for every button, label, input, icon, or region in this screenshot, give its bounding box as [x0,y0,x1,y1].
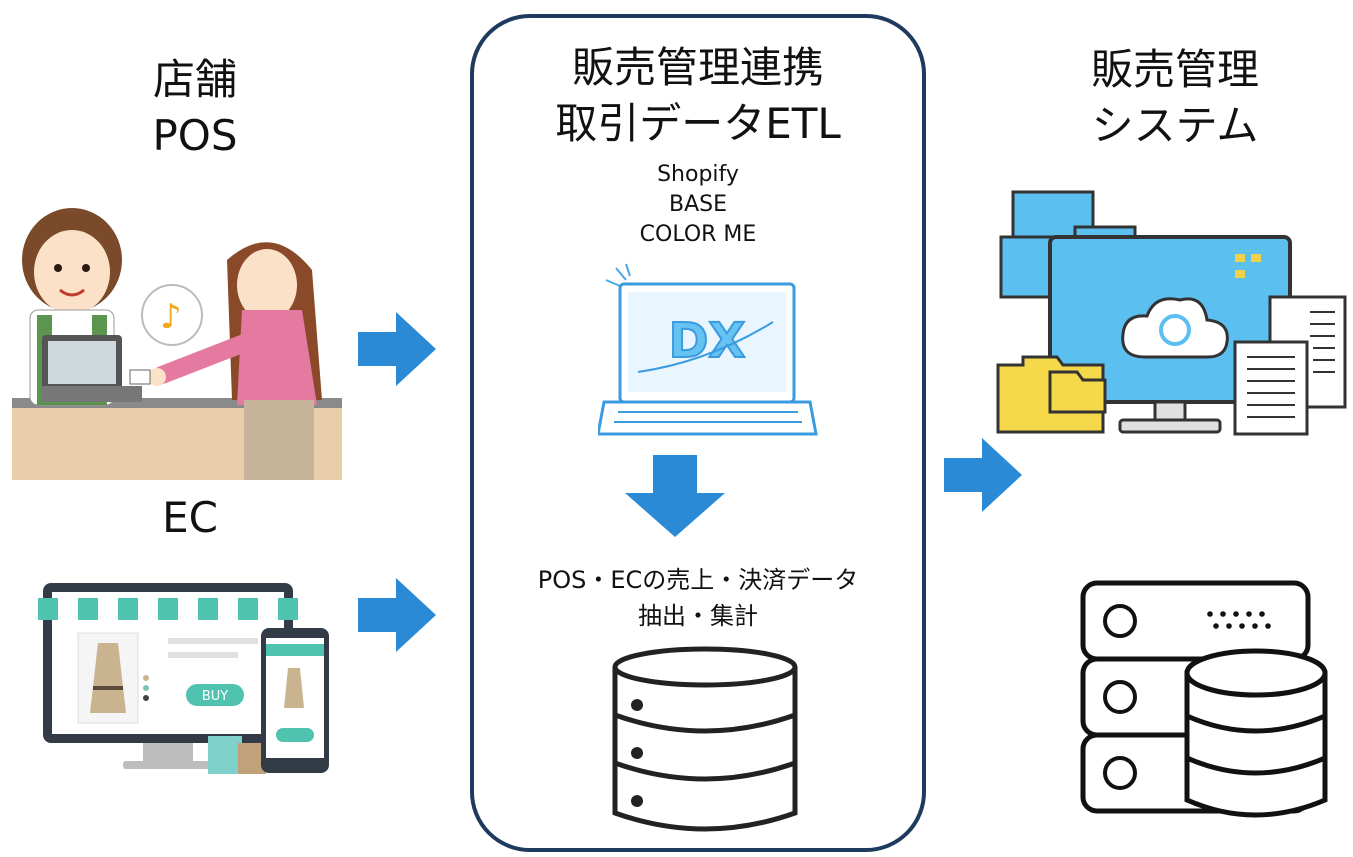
process-description: POS・ECの売上・決済データ 抽出・集計 [478,562,918,634]
arrow-right-icon [358,578,436,652]
ec-label: EC [162,493,218,542]
pos-label: 店舗 POS [95,52,295,164]
pos-label-line-1: 店舗 [152,55,237,104]
ec-shop-illustration: BUY [38,583,329,774]
etl-title: 販売管理連携 取引データETL [480,40,916,152]
platform-item: COLOR ME [639,222,757,247]
buy-button-text: BUY [202,689,228,704]
system-label: 販売管理 システム [1045,42,1305,154]
store-pos-illustration: ♪ [12,208,342,480]
process-line-1: POS・ECの売上・決済データ [537,566,859,594]
platform-list: Shopify BASE COLOR ME [480,160,916,250]
svg-text:♪: ♪ [160,297,182,337]
etl-panel [470,14,926,852]
dx-laptop-icon: DX [598,263,818,436]
platform-item: BASE [668,192,727,217]
cloud-monitor-illustration [996,190,1347,436]
database-icon [612,646,798,832]
pos-label-line-2: POS [152,111,238,160]
system-label-line-2: システム [1091,101,1259,150]
dx-text: DX [669,313,746,369]
arrow-down-icon [625,455,725,537]
server-database-icon [1080,580,1328,818]
process-line-2: 抽出・集計 [638,602,758,630]
etl-title-line-1: 販売管理連携 [571,43,824,92]
platform-item: Shopify [657,162,739,187]
system-label-line-1: 販売管理 [1090,45,1259,94]
arrow-right-icon [944,438,1022,512]
etl-title-line-2: 取引データETL [555,99,841,148]
arrow-right-icon [358,312,436,386]
